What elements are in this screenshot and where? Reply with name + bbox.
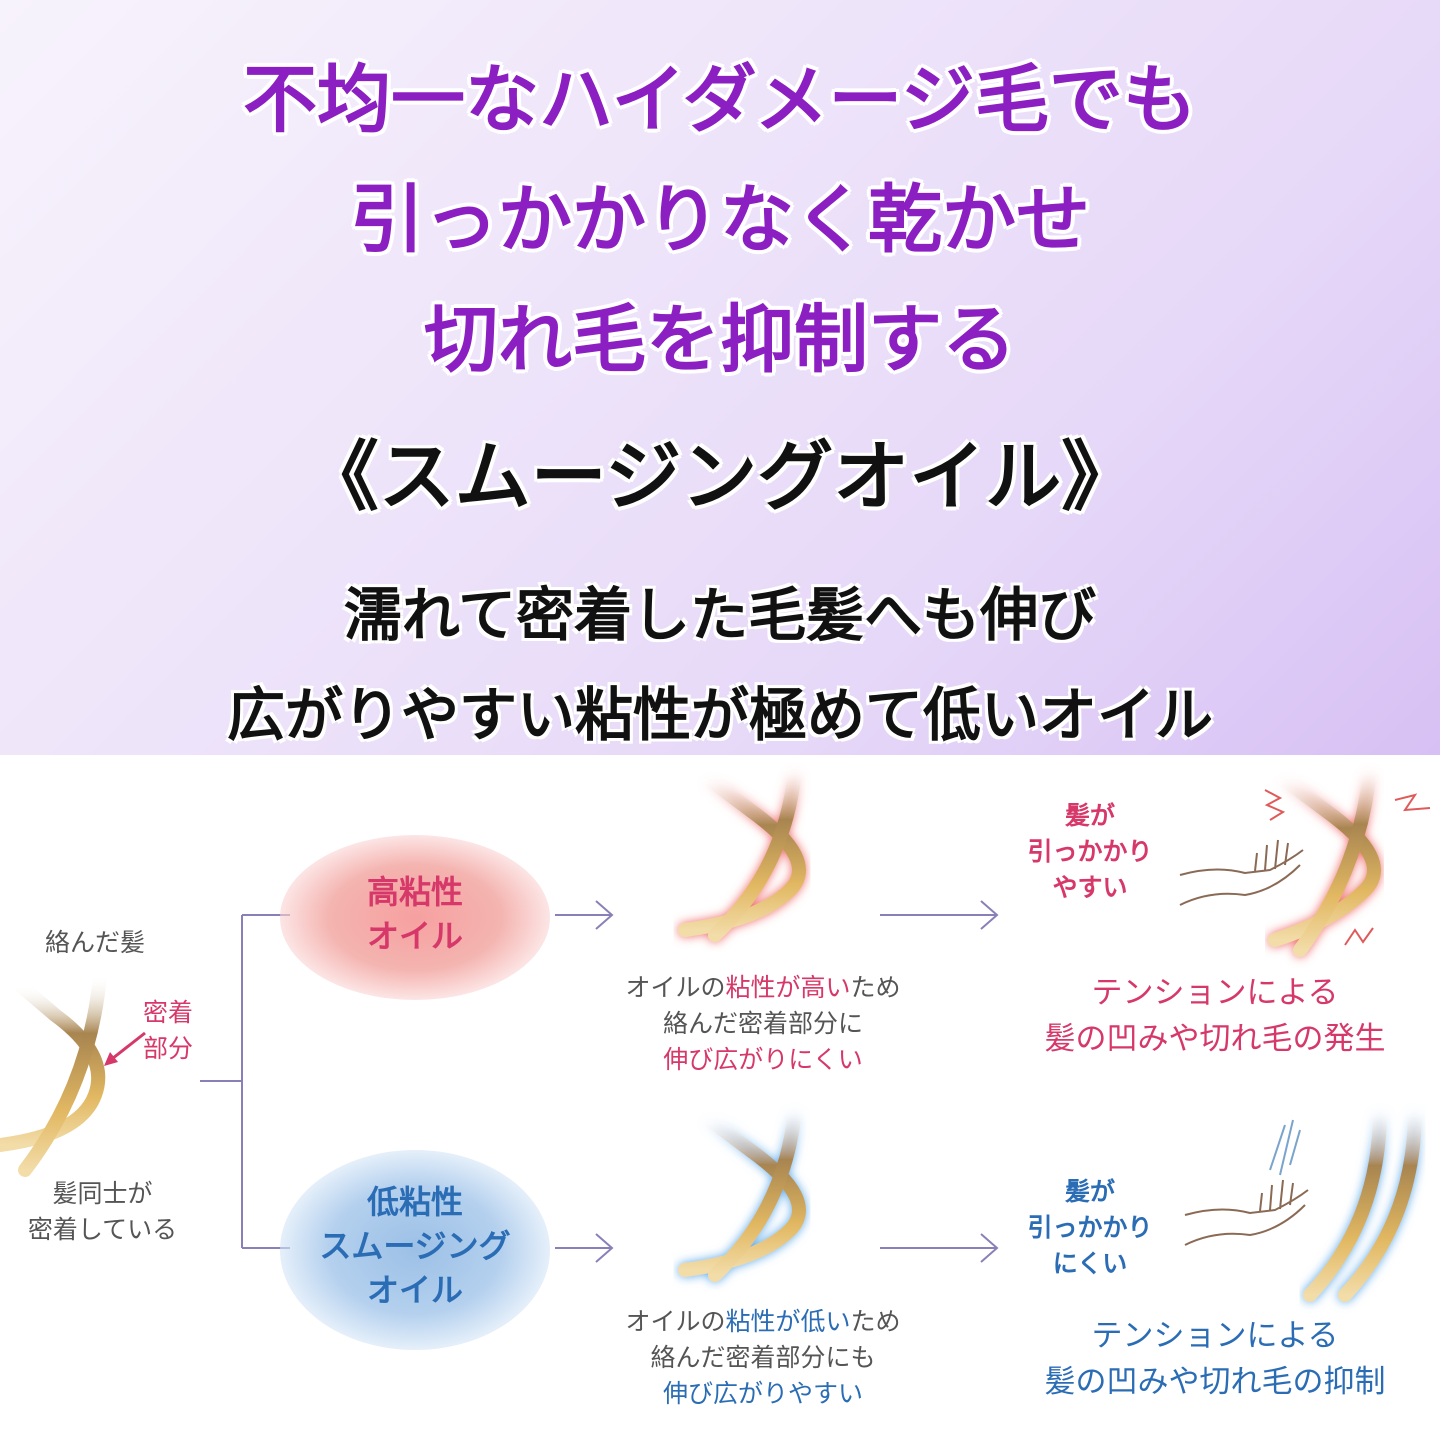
title-line-1: 不均一なハイダメージ毛でも <box>243 57 1197 143</box>
high-oil-hair-illustration <box>678 763 806 942</box>
tangled-hair-label: 絡んだ髪 <box>45 928 146 957</box>
hand-icon <box>1184 1179 1309 1246</box>
impact-icon <box>1264 789 1431 946</box>
high-outcome: テンションによる髪の凹みや切れ毛の発生 <box>1044 975 1386 1057</box>
low-viscosity-oil-label: 低粘性スムージングオイル <box>319 1183 511 1309</box>
hair-contact-label: 髪同士が密着している <box>27 1179 178 1244</box>
low-viscosity-oil-bubble <box>280 1150 550 1350</box>
snagged-hair-illustration <box>1264 763 1431 957</box>
contact-label: 密着部分 <box>143 998 194 1063</box>
title-line-3: 切れ毛を抑制する <box>424 297 1016 383</box>
low-oil-explanation: オイルの粘性が低いため 絡んだ密着部分にも 伸び広がりやすい <box>625 1307 901 1408</box>
low-oil-hair-illustration <box>678 1103 806 1282</box>
high-oil-explanation: オイルの粘性が高いため 絡んだ密着部分に 伸び広がりにくい <box>625 973 901 1074</box>
high-result-label: 髪が引っかかりやすい <box>1027 801 1153 902</box>
header-banner <box>0 0 1440 755</box>
smooth-hair-illustration <box>1269 1103 1422 1302</box>
product-name: 《スムージングオイル》 <box>302 432 1138 521</box>
arrow-icon <box>555 900 999 1263</box>
subtitle-line-2: 広がりやすい粘性が極めて低いオイル <box>226 681 1213 749</box>
high-viscosity-oil-label: 高粘性オイル <box>366 873 463 955</box>
high-viscosity-oil-bubble <box>280 835 550 1000</box>
subtitle-line-1: 濡れて密着した毛髪へも伸び <box>343 581 1097 649</box>
motion-lines-icon <box>1269 1119 1301 1176</box>
title-line-2: 引っかかりなく乾かせ <box>350 177 1090 263</box>
tangled-hair-illustration <box>0 968 107 1177</box>
low-result-label: 髪が引っかかりにくい <box>1027 1177 1153 1278</box>
contact-arrow <box>104 1031 146 1066</box>
low-outcome: テンションによる髪の凹みや切れ毛の抑制 <box>1044 1318 1386 1400</box>
hand-icon <box>1179 839 1304 906</box>
